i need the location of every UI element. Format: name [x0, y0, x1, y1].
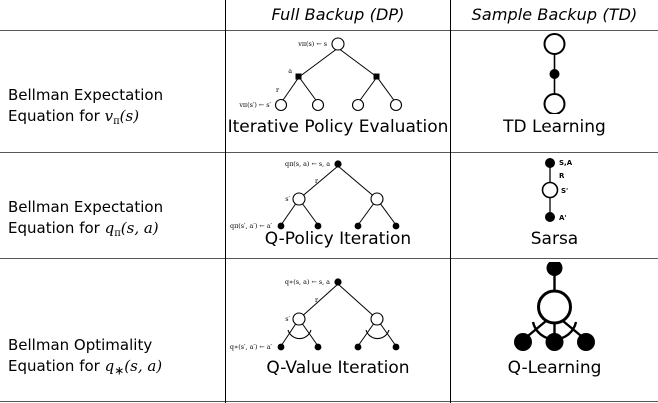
table-rule-row2 [0, 258, 658, 259]
node-label-root: qπ(s, a) ← s, a [285, 160, 330, 168]
node-label-mid: s′ [285, 195, 290, 203]
caption-q-learning: Q-Learning [507, 358, 602, 378]
column-header-full-backup: Full Backup (DP) [271, 5, 405, 24]
edge-label-reward: R [559, 172, 565, 180]
backup-diagram-td-sample [451, 32, 658, 114]
table-rule-header [0, 30, 658, 31]
caption-iterative-policy-evaluation: Iterative Policy Evaluation [227, 117, 449, 137]
row-label-line2-symbol: v [104, 107, 114, 125]
row-label-line2-subscript: π [113, 115, 120, 127]
caption-q-value-iteration: Q-Value Iteration [266, 358, 410, 378]
row-label-line2-symbol: q [104, 219, 115, 237]
node-label-next-state: S' [561, 187, 568, 195]
caption-td-learning: TD Learning [503, 117, 606, 137]
node-label-mid: s′ [285, 315, 290, 323]
row-label-line1: Bellman Expectation [8, 86, 164, 104]
row-label-line2-suffix: (s) [119, 107, 140, 125]
edge-label-action: a [288, 67, 292, 75]
node-label-state-action: S,A [559, 159, 573, 167]
row-label-bellman-expectation-q: Bellman Expectation Equation for qπ(s, a… [8, 197, 220, 244]
node-label-leaf: qπ(s′, a′) ← a′ [230, 222, 273, 230]
node-label-leaf: q∗(s′, a′) ← a′ [230, 343, 273, 351]
edge-label-reward: r [276, 86, 280, 94]
row-label-line2: Equation for vπ(s) [8, 106, 220, 132]
row-label-line2-subscript: π [114, 227, 121, 239]
node-label-root: vπ(s) ← s [297, 40, 327, 48]
row-label-line1: Bellman Expectation [8, 198, 164, 216]
row-label-line2: Equation for qπ(s, a) [8, 218, 220, 244]
node-label-next-action: A' [559, 214, 567, 222]
row-label-line2-prefix: Equation for [8, 357, 105, 375]
row-label-line2: Equation for q∗(s, a) [8, 356, 220, 382]
row-label-line2-suffix: (s, a) [124, 357, 163, 375]
backup-diagram-q-star-full: q∗(s, a) ← s, a r s′ q∗(s′, a′) ← a′ [226, 272, 450, 354]
backup-diagram-q-pi-full: qπ(s, a) ← s, a r s′ qπ(s′, a′) ← a′ [226, 156, 450, 232]
table-column-divider-2 [450, 0, 451, 403]
node-label-root: q∗(s, a) ← s, a [285, 278, 330, 286]
row-label-line2-subscript: ∗ [114, 363, 125, 378]
row-label-line2-suffix: (s, a) [120, 219, 159, 237]
row-label-bellman-optimality-q: Bellman Optimality Equation for q∗(s, a) [8, 335, 220, 382]
backup-diagram-v-pi-full: vπ(s) ← s a r vπ(s′) ← s′ [226, 32, 450, 114]
table-column-divider-1 [225, 0, 226, 403]
node-label-leaf: vπ(s′) ← s′ [238, 101, 271, 109]
row-label-bellman-expectation-v: Bellman Expectation Equation for vπ(s) [8, 85, 220, 132]
table-rule-row1 [0, 152, 658, 153]
backup-diagram-q-learning-sample [451, 262, 658, 358]
caption-sarsa: Sarsa [530, 229, 579, 249]
edge-label-reward: r [315, 296, 319, 304]
table-rule-bottom [0, 401, 658, 402]
backup-diagram-sarsa-sample: S,A R S' A' [451, 155, 658, 231]
row-label-line1: Bellman Optimality [8, 336, 153, 354]
row-label-line2-symbol: q [104, 357, 115, 375]
row-label-line2-prefix: Equation for [8, 107, 105, 125]
row-label-line2-prefix: Equation for [8, 219, 105, 237]
column-header-sample-backup: Sample Backup (TD) [471, 5, 638, 24]
edge-label-reward: r [315, 177, 319, 185]
caption-q-policy-iteration: Q-Policy Iteration [264, 229, 412, 249]
